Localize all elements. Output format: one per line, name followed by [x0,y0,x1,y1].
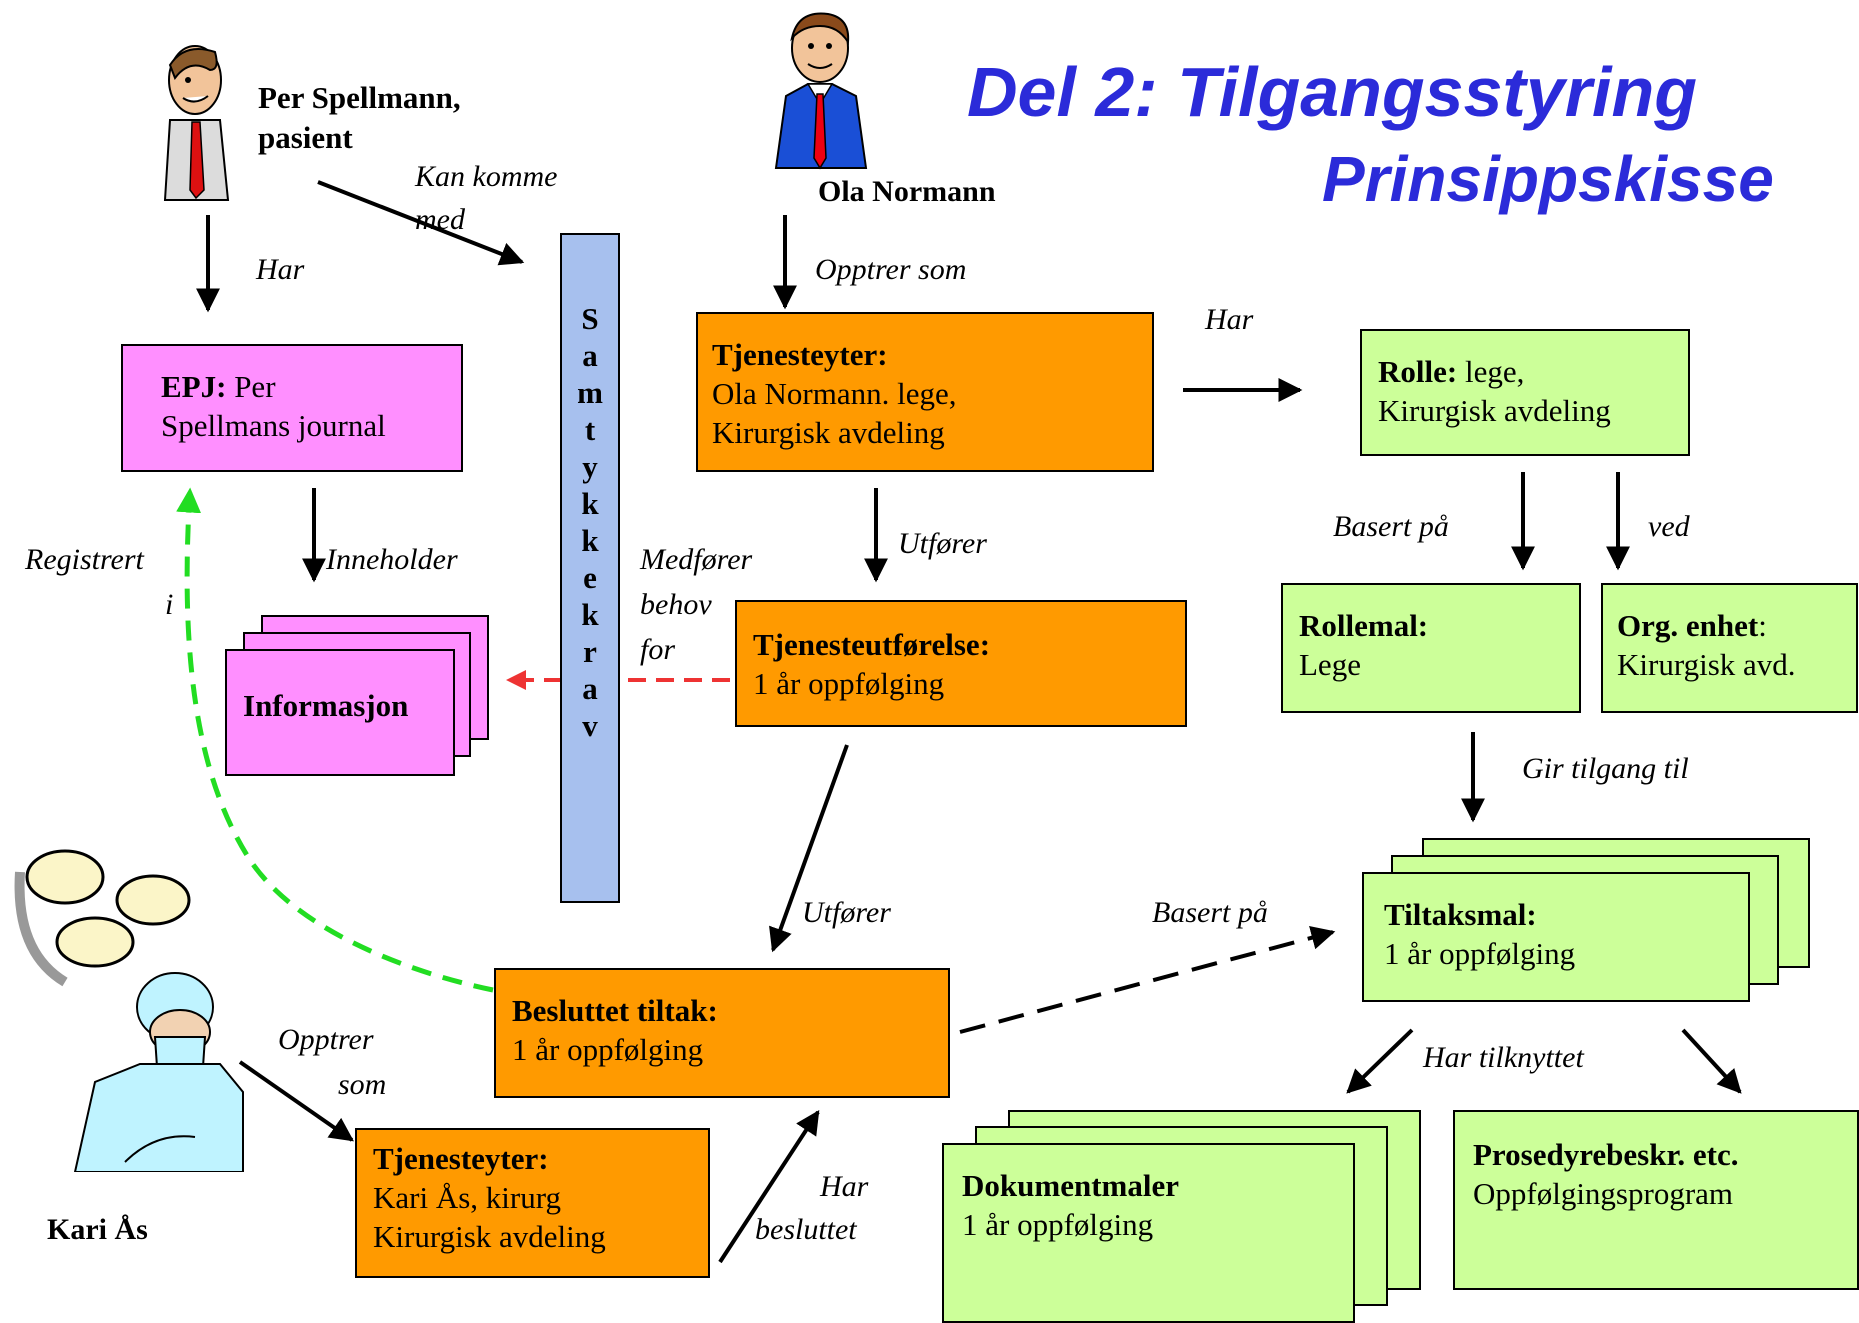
tjenesteutforelse-head: Tjenesteutførelse: [753,627,991,662]
tjenesteyter-kari-line-2: Kirurgisk avdeling [373,1218,606,1254]
tjenesteutforelse-line-1: 1 år oppfølging [753,665,945,701]
per-name-line-1: Per Spellmann, [258,80,461,115]
epj-box: EPJ: Per Spellmans journal [121,344,463,472]
prosedyre-head: Prosedyrebeskr. etc. [1473,1137,1739,1172]
prosedyre-line-1: Oppfølgingsprogram [1473,1175,1734,1211]
rolle-head: Rolle: [1378,354,1458,389]
label-har-tilknyttet: Har tilknyttet [1423,1041,1584,1074]
samtykke-letter: a [582,671,598,706]
besluttet-tiltak-head: Besluttet tiltak: [512,993,718,1028]
rolle-box: Rolle: lege, Kirurgisk avdeling [1360,329,1690,456]
rollemal-line-1: Lege [1299,646,1361,682]
besluttet-tiltak-box: Besluttet tiltak: 1 år oppfølging [494,968,950,1098]
info-head: Informasjon [243,688,409,723]
diagram-stage: Del 2: Tilgangsstyring Prinsippskisse Pe… [14,12,1859,1323]
label-opptrer-som: Opptrer som [815,253,967,286]
label-medforer-1: Medfører [640,543,753,576]
title-line-2: Prinsippskisse [1322,143,1774,215]
samtykke-letter: y [582,449,598,484]
tiltaksmal-line-1: 1 år oppfølging [1384,935,1576,971]
label-har-rolle: Har [1205,303,1254,336]
samtykke-letter: a [582,338,598,373]
arrow-per-samtykke [317,180,525,266]
ola-name: Ola Normann [818,175,996,208]
label-kan-komme-2: med [415,203,465,236]
samtykke-letter: k [581,486,599,521]
samtykke-letter: r [583,634,597,669]
samtykke-letter: e [583,560,597,595]
samtykke-letter: S [581,301,599,336]
dashed-besluttet-tiltaksmal [959,926,1336,1034]
samtykke-letter: v [582,708,598,743]
dokumentmaler-head: Dokumentmaler [962,1168,1179,1203]
label-gir-tilgang: Gir tilgang til [1522,752,1689,785]
rolle-line-1: lege, [1457,354,1525,389]
label-opptrer-2: som [338,1068,387,1101]
patient-person-icon [163,45,230,201]
label-ved: ved [1648,510,1690,543]
kari-name: Kari Ås [47,1213,148,1246]
arrow-kari-opptrer [238,1060,354,1142]
label-har-besluttet-2: besluttet [755,1213,857,1246]
arrow-tiltaksmal-dokument [1346,1028,1414,1094]
label-registrert-1: Registrert [25,543,144,576]
dokumentmaler-line-1: 1 år oppfølging [962,1206,1154,1242]
samtykke-letter: t [584,412,596,447]
label-utforer-1: Utfører [898,527,987,560]
info-box: Informasjon [225,649,455,776]
tjenesteyter-ola-head: Tjenesteyter: [712,337,888,372]
arrow-kari-besluttet [718,1109,820,1264]
label-medforer-3: for [640,633,676,666]
per-name-line-2: pasient [258,120,353,155]
label-har-per: Har [256,253,305,286]
label-utforer-2: Utfører [802,896,891,929]
tjenesteutforelse-box: Tjenesteutførelse: 1 år oppfølging [735,600,1187,727]
label-basert-pa-1: Basert på [1333,510,1449,543]
tjenesteyter-ola-line-1: Ola Normann. lege, [712,375,957,411]
label-basert-pa-2: Basert på [1152,896,1268,929]
dokumentmaler-box: Dokumentmaler 1 år oppfølging [942,1143,1355,1323]
samtykke-letter: m [577,375,603,410]
samtykkekrav-label: S a m t y k k e k r a v [560,300,620,744]
org-enhet-colon: : [1758,608,1767,643]
epj-text-2: Spellmans journal [161,407,386,443]
tjenesteyter-kari-box: Tjenesteyter: Kari Ås, kirurg Kirurgisk … [355,1128,710,1278]
epj-head: EPJ: [161,369,227,404]
org-enhet-line-1: Kirurgisk avd. [1617,646,1796,682]
arrow-tiltaksmal-prosedyre [1681,1028,1742,1094]
surgeon-person-icon [14,849,244,1172]
tjenesteyter-ola-box: Tjenesteyter: Ola Normann. lege, Kirurgi… [696,312,1154,472]
doctor-person-icon [774,12,868,170]
connector-layer [176,180,1742,1264]
tiltaksmal-box: Tiltaksmal: 1 år oppfølging [1362,872,1750,1002]
label-registrert-2: i [165,588,174,621]
tjenesteyter-kari-line-1: Kari Ås, kirurg [373,1179,561,1215]
samtykke-letter: k [581,597,599,632]
tiltaksmal-head: Tiltaksmal: [1384,897,1537,932]
rollemal-head: Rollemal: [1299,608,1429,643]
samtykkekrav-bar [560,233,620,903]
besluttet-tiltak-line-1: 1 år oppfølging [512,1031,704,1067]
rollemal-box: Rollemal: Lege [1281,583,1581,713]
label-opptrer-1: Opptrer [278,1023,374,1056]
samtykke-letter: k [581,523,599,558]
arrow-utforelse-besluttet [769,744,849,953]
org-enhet-head: Org. enhet [1617,608,1759,643]
tjenesteyter-ola-line-2: Kirurgisk avdeling [712,414,945,450]
title-line-1: Del 2: Tilgangsstyring [967,53,1697,131]
rolle-line-2: Kirurgisk avdeling [1378,392,1611,428]
label-medforer-2: behov [640,588,712,621]
dashed-besluttet-epj [176,487,494,993]
label-inneholder: Inneholder [326,543,458,576]
tjenesteyter-kari-head: Tjenesteyter: [373,1141,549,1176]
label-har-besluttet-1: Har [820,1170,869,1203]
epj-text-1: Per [226,369,276,404]
org-enhet-box: Org. enhet: Kirurgisk avd. [1601,583,1858,713]
label-kan-komme-1: Kan komme [415,160,558,193]
prosedyre-box: Prosedyrebeskr. etc. Oppfølgingsprogram [1453,1110,1859,1290]
